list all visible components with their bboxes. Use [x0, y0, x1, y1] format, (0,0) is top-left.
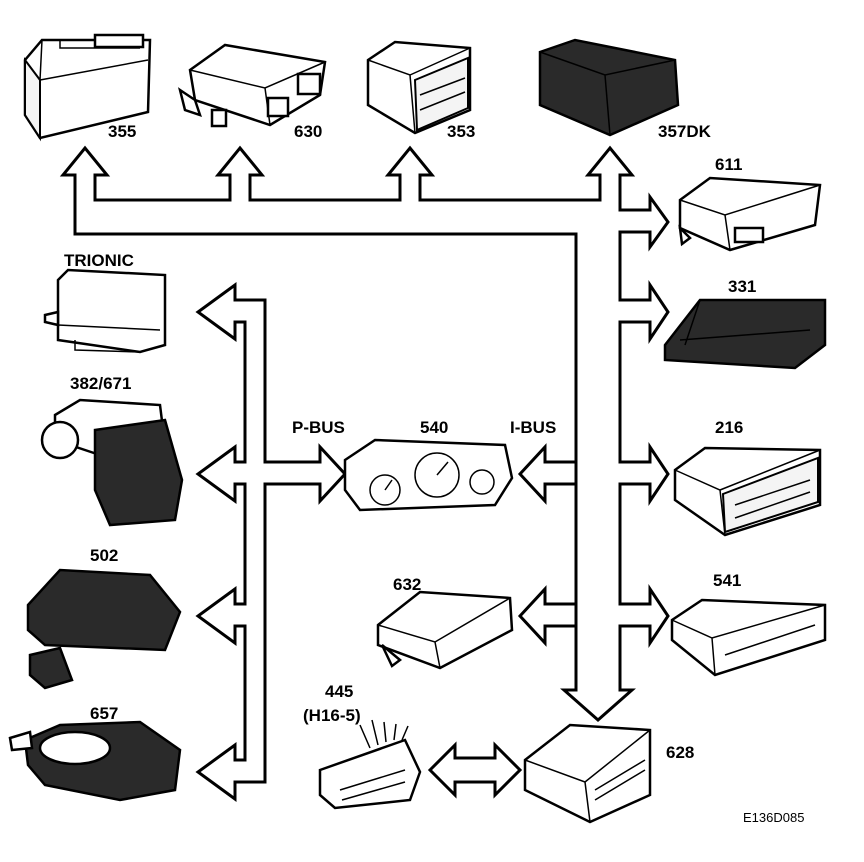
module-630: [178, 43, 327, 128]
label-632: 632: [393, 575, 421, 594]
module-540: [343, 438, 514, 512]
module-382-671: [40, 398, 184, 527]
label-ibus: I-BUS: [510, 418, 556, 437]
module-355: [23, 33, 152, 142]
figure-reference: E136D085: [743, 810, 804, 825]
module-628: [523, 723, 652, 824]
label-657: 657: [90, 704, 118, 723]
label-353: 353: [447, 122, 475, 141]
module-353: [366, 40, 472, 135]
module-541: [670, 598, 827, 677]
diag-link-arrow: [427, 741, 523, 799]
module-611: [678, 176, 822, 252]
label-trionic: TRIONIC: [64, 251, 134, 270]
pbus-trunk: [195, 282, 348, 802]
label-216: 216: [715, 418, 743, 437]
label-541: 541: [713, 571, 741, 590]
label-445-h16: (H16-5): [303, 706, 361, 725]
label-357dk: 357DK: [658, 122, 712, 141]
module-216: [673, 446, 822, 537]
label-502: 502: [90, 546, 118, 565]
label-pbus: P-BUS: [292, 418, 345, 437]
bus-network: [59, 145, 670, 802]
label-630: 630: [294, 122, 322, 141]
label-382-671: 382/671: [70, 374, 131, 393]
label-355: 355: [108, 122, 136, 141]
label-611: 611: [715, 155, 742, 174]
ibus-632-branch: [517, 585, 578, 647]
top-bus-branch: [59, 145, 670, 723]
label-628: 628: [666, 743, 694, 762]
module-445-connector: [318, 719, 422, 810]
label-331: 331: [728, 277, 756, 296]
module-632: [376, 590, 514, 670]
module-357dk: [538, 38, 680, 137]
ibus-branch: [517, 443, 578, 505]
label-540: 540: [420, 418, 448, 437]
module-trionic: [43, 268, 167, 354]
module-502: [26, 568, 182, 690]
module-657: [8, 720, 182, 802]
label-445: 445: [325, 682, 353, 701]
module-331: [663, 298, 827, 370]
